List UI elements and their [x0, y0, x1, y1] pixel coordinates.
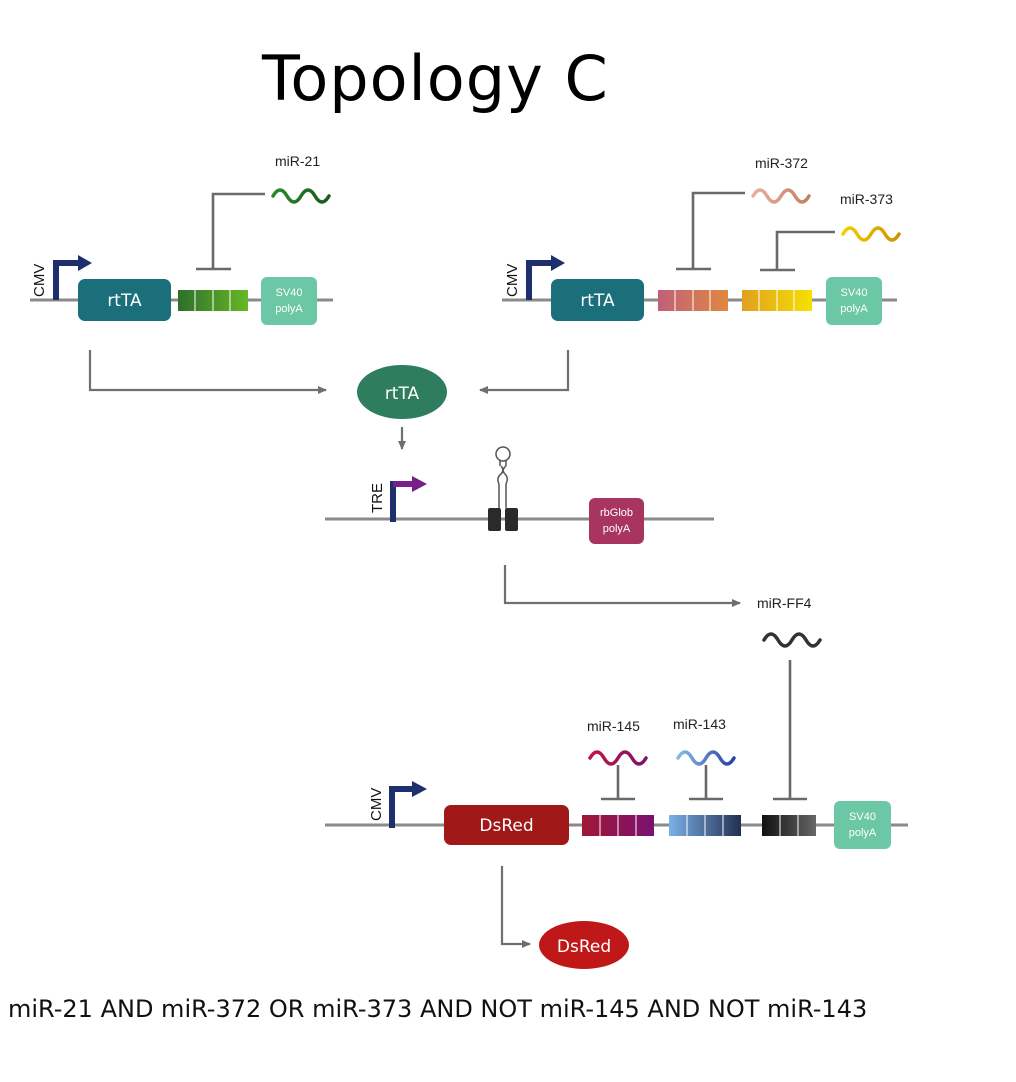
- mir145-label: miR-145: [587, 718, 640, 734]
- sensor-2-polya-line2: polyA: [840, 303, 868, 315]
- sensor-2-promoter-arrow: [526, 260, 553, 300]
- mirff4-wave-icon: [762, 632, 822, 648]
- sensor-2-rtta-label: rtTA: [580, 291, 615, 311]
- mir143-wave-icon: [676, 750, 736, 766]
- mir372-wave-icon: [751, 188, 811, 204]
- sensor-2-polya: [826, 277, 882, 325]
- sensor-1-promoter-label: CMV: [31, 264, 48, 297]
- logic-expression: miR-21 AND miR-372 OR miR-373 AND NOT mi…: [8, 995, 867, 1023]
- output-promoter-label: CMV: [368, 788, 385, 821]
- sensor-1-construct: CMV rtTA SV40 polyA miR-21: [30, 153, 333, 325]
- sensor-2-output-arrow: [479, 350, 570, 394]
- tre-polya-line1: rbGlob: [600, 507, 633, 519]
- sensor-1-rtta-gene: [78, 279, 171, 321]
- tre-polya: [589, 498, 644, 544]
- tre-exon-right: [505, 508, 518, 531]
- output-mirff4-target-sites: [762, 815, 816, 836]
- sensor-1-rtta-label: rtTA: [107, 291, 142, 311]
- output-promoter-arrowhead: [412, 781, 427, 797]
- sensor-2-mir373-target-sites: [742, 290, 812, 311]
- sensor-1-output-arrow: [88, 350, 327, 394]
- sensor-1-mir21-inhibition-line: [211, 192, 265, 269]
- sensor-2-rtta-gene: [551, 279, 644, 321]
- mir21-label: miR-21: [275, 153, 320, 169]
- output-polya-line2: polyA: [849, 827, 877, 839]
- rtta-protein: [357, 365, 447, 419]
- mirff4-label: miR-FF4: [757, 595, 812, 611]
- output-dsred-label: DsRed: [479, 816, 533, 836]
- sensor-2-promoter-arrowhead: [551, 255, 565, 271]
- sensor-1-promoter-arrow: [53, 260, 80, 300]
- output-construct: CMV DsRed SV40 polyA miR-145: [325, 660, 908, 849]
- diagram-title: Topology C: [261, 42, 609, 115]
- sensor-1-polya: [261, 277, 317, 325]
- mir143-label: miR-143: [673, 716, 726, 732]
- sensor-2-construct: CMV rtTA SV40 polyA miR-372 miR-373: [502, 155, 901, 325]
- tre-promoter-arrowhead: [412, 476, 427, 492]
- tre-promoter-label: TRE: [369, 483, 386, 513]
- output-mir145-target-sites: [582, 815, 654, 836]
- output-polya: [834, 801, 891, 849]
- mir373-wave-icon: [841, 226, 901, 242]
- sensor-1-polya-line2: polyA: [275, 303, 303, 315]
- dsred-protein-label: DsRed: [557, 937, 611, 957]
- output-promoter-arrow: [389, 786, 414, 828]
- mir21-wave-icon: [271, 188, 331, 204]
- tre-construct: TRE rbGlob polyA: [325, 446, 714, 544]
- dsred-protein: [539, 921, 629, 969]
- sensor-2-polya-line1: SV40: [841, 287, 868, 299]
- sensor-2-mir373-inhibition-line: [775, 230, 835, 270]
- sensor-2-mir372-target-sites: [658, 290, 728, 311]
- tre-exon-left: [488, 508, 501, 531]
- sensor-2-mir372-inhibition-line: [691, 191, 745, 269]
- tre-polya-line2: polyA: [603, 523, 631, 535]
- sensor-1-mir21-target-sites: [178, 290, 248, 311]
- rtta-protein-label: rtTA: [385, 384, 420, 404]
- output-polya-line1: SV40: [849, 811, 876, 823]
- sensor-2-promoter-label: CMV: [504, 264, 521, 297]
- dsred-output-arrow: [500, 866, 531, 948]
- tre-promoter-stem: [390, 481, 414, 522]
- output-mir143-target-sites: [669, 815, 741, 836]
- sensor-1-polya-line1: SV40: [276, 287, 303, 299]
- tre-to-mirff4-arrow: [503, 565, 741, 607]
- mir373-label: miR-373: [840, 191, 893, 207]
- output-dsred-gene: [444, 805, 569, 845]
- mirff4-hairpin-icon: [495, 446, 511, 508]
- mir145-wave-icon: [588, 750, 648, 766]
- sensor-1-promoter-arrowhead: [78, 255, 92, 271]
- mir372-label: miR-372: [755, 155, 808, 171]
